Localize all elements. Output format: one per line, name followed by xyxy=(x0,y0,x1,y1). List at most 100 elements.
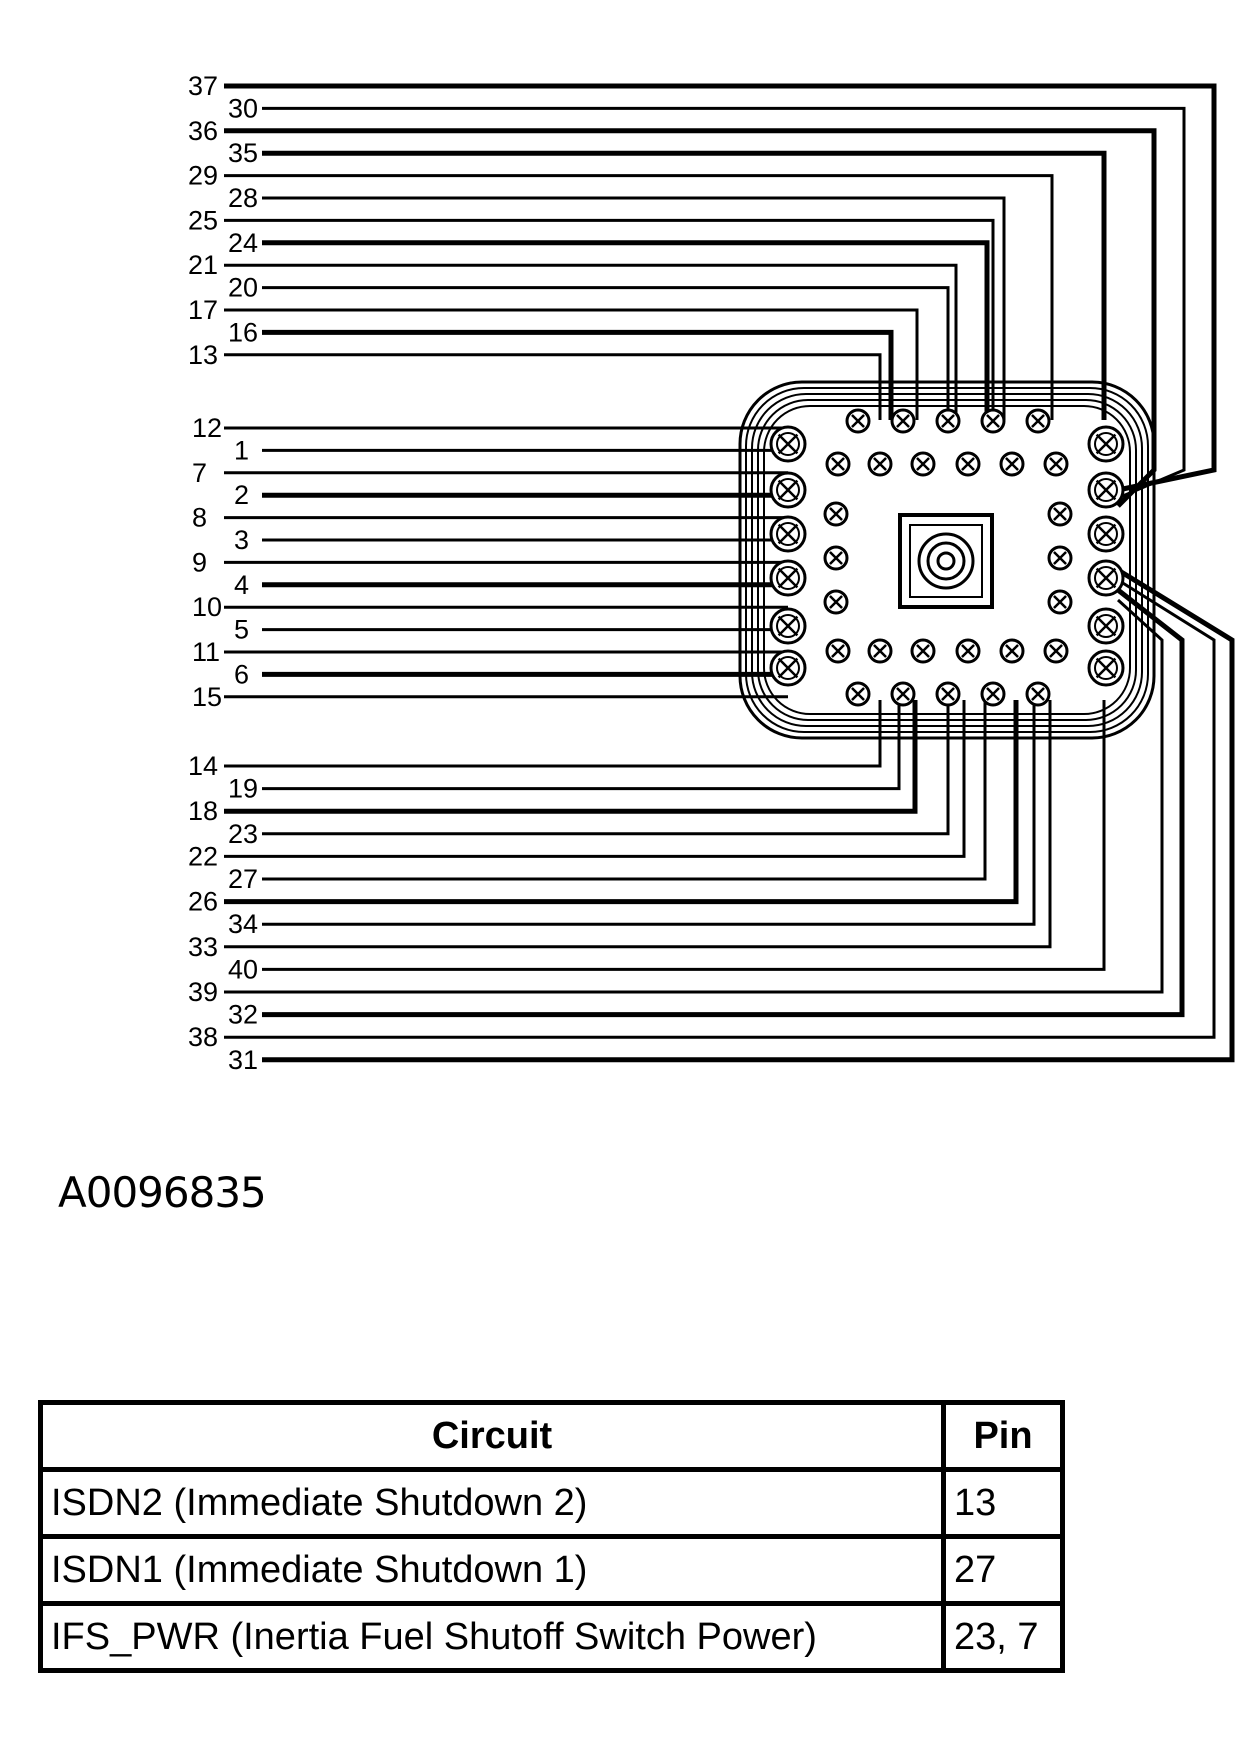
wire-label: 1 xyxy=(234,435,249,465)
wire-label: 20 xyxy=(228,273,258,303)
wire xyxy=(224,700,966,858)
pin-cell: 27 xyxy=(941,1534,1065,1606)
wire-label: 32 xyxy=(228,1000,258,1030)
wire xyxy=(224,174,1054,420)
column-header-pin: Pin xyxy=(941,1400,1065,1472)
wire xyxy=(262,240,990,420)
wire xyxy=(224,598,1164,994)
connector-diagram: 1217283941051161537303635292825242120171… xyxy=(188,71,1235,1075)
wire-label: 26 xyxy=(188,887,218,917)
connector-pin xyxy=(1087,649,1125,687)
pin-group xyxy=(769,408,1125,707)
wire-label: 23 xyxy=(228,819,258,849)
wire-label: 4 xyxy=(234,570,249,600)
wire-group xyxy=(224,83,1235,1063)
wire-label: 37 xyxy=(188,71,218,101)
wire xyxy=(262,700,1036,926)
circuit-cell: ISDN1 (Immediate Shutdown 1) xyxy=(38,1534,946,1606)
connector-pin xyxy=(1025,408,1051,434)
connector-pin xyxy=(890,681,916,707)
pin-cell: 23, 7 xyxy=(941,1601,1065,1673)
connector-pin xyxy=(769,425,807,463)
wire xyxy=(262,700,987,881)
pin-cell: 13 xyxy=(941,1467,1065,1539)
wire xyxy=(262,700,950,836)
connector-pin xyxy=(769,649,807,687)
wire xyxy=(262,106,1186,500)
wire-label: 34 xyxy=(228,909,258,939)
wire xyxy=(262,286,950,420)
connector-pin xyxy=(769,471,807,509)
wire-label: 18 xyxy=(188,796,218,826)
wire-label: 15 xyxy=(192,682,222,712)
connector-pin xyxy=(1047,589,1073,615)
wire-label: 22 xyxy=(188,841,218,871)
wire-label: 39 xyxy=(188,977,218,1007)
table-row: IFS_PWR (Inertia Fuel Shutoff Switch Pow… xyxy=(38,1601,1065,1673)
wire xyxy=(262,196,1006,420)
connector-pin xyxy=(1087,471,1125,509)
wire xyxy=(224,700,882,768)
connector-pin xyxy=(867,638,893,664)
connector-pin xyxy=(823,589,849,615)
wire-label-group: 1217283941051161537303635292825242120171… xyxy=(188,71,258,1075)
connector-pin xyxy=(890,408,916,434)
connector-pin xyxy=(769,559,807,597)
wire xyxy=(224,578,1216,1039)
connector-pin xyxy=(1087,425,1125,463)
wire-label: 36 xyxy=(188,116,218,146)
wire-label: 25 xyxy=(188,205,218,235)
table-row: ISDN2 (Immediate Shutdown 2) 13 xyxy=(38,1467,1065,1539)
circuit-cell: ISDN2 (Immediate Shutdown 2) xyxy=(38,1467,946,1539)
wire-label: 40 xyxy=(228,954,258,984)
circuit-cell: IFS_PWR (Inertia Fuel Shutoff Switch Pow… xyxy=(38,1601,946,1673)
connector-pin xyxy=(1043,451,1069,477)
wire-label: 30 xyxy=(228,93,258,123)
circuit-table: Circuit Pin ISDN2 (Immediate Shutdown 2)… xyxy=(38,1400,1065,1673)
wire-label: 33 xyxy=(188,932,218,962)
wire-label: 12 xyxy=(192,413,222,443)
connector-pin xyxy=(999,451,1025,477)
wire xyxy=(262,700,1106,971)
wire-label: 38 xyxy=(188,1022,218,1052)
connector-pin xyxy=(1087,515,1125,553)
wire-label: 21 xyxy=(188,250,218,280)
wire-label: 35 xyxy=(228,138,258,168)
wire xyxy=(224,128,1157,508)
table-row: ISDN1 (Immediate Shutdown 1) 27 xyxy=(38,1534,1065,1606)
connector-pin xyxy=(845,408,871,434)
wire-label: 28 xyxy=(228,183,258,213)
wire-label: 13 xyxy=(188,340,218,370)
connector-pin xyxy=(1047,545,1073,571)
connector-pin xyxy=(955,451,981,477)
wire xyxy=(262,567,1235,1063)
connector-pin xyxy=(825,638,851,664)
wire-label: 17 xyxy=(188,295,218,325)
connector-pin xyxy=(935,408,961,434)
connector-pin xyxy=(825,451,851,477)
wire-label: 7 xyxy=(192,458,207,488)
connector-pin xyxy=(955,638,981,664)
wire xyxy=(262,329,894,420)
connector-pin xyxy=(823,501,849,527)
connector-pin xyxy=(910,451,936,477)
wire-label: 6 xyxy=(234,659,249,689)
wire-label: 9 xyxy=(192,547,207,577)
connector-pin xyxy=(910,638,936,664)
connector-pin xyxy=(999,638,1025,664)
connector-pin xyxy=(823,545,849,571)
wire xyxy=(262,150,1107,420)
connector-pin xyxy=(867,451,893,477)
connector-pin xyxy=(845,681,871,707)
wire-label: 5 xyxy=(234,615,249,645)
connector-pin xyxy=(1043,638,1069,664)
wire-label: 14 xyxy=(188,751,218,781)
wire xyxy=(224,700,918,814)
column-header-circuit: Circuit xyxy=(38,1400,946,1472)
wire xyxy=(224,218,995,420)
wire xyxy=(224,263,958,420)
figure-id: A0096835 xyxy=(58,1168,267,1217)
connector-pin xyxy=(1087,559,1125,597)
wire xyxy=(224,700,1052,949)
wire xyxy=(224,308,919,420)
